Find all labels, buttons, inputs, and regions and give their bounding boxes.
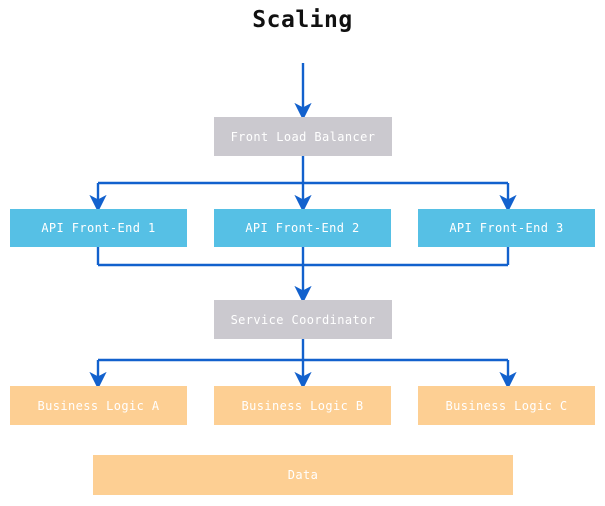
- node-api-front-end-1[interactable]: API Front-End 1: [10, 209, 187, 247]
- node-label: Front Load Balancer: [230, 129, 376, 144]
- node-label: Business Logic C: [445, 398, 568, 413]
- node-label: API Front-End 3: [449, 221, 564, 235]
- node-api-front-end-2[interactable]: API Front-End 2: [214, 209, 391, 247]
- node-label: Data: [287, 468, 319, 482]
- node-business-logic-c[interactable]: Business Logic C: [418, 386, 595, 425]
- node-business-logic-b[interactable]: Business Logic B: [214, 386, 391, 425]
- node-label: Business Logic B: [241, 398, 364, 413]
- node-label: API Front-End 2: [245, 221, 360, 235]
- node-front-load-balancer[interactable]: Front Load Balancer: [214, 117, 392, 156]
- page-title: Scaling: [252, 7, 353, 33]
- node-label: Service Coordinator: [230, 312, 376, 327]
- node-data[interactable]: Data: [93, 455, 513, 495]
- node-service-coordinator[interactable]: Service Coordinator: [214, 300, 392, 339]
- node-api-front-end-3[interactable]: API Front-End 3: [418, 209, 595, 247]
- node-label: API Front-End 1: [41, 221, 156, 235]
- node-business-logic-a[interactable]: Business Logic A: [10, 386, 187, 425]
- node-label: Business Logic A: [37, 398, 160, 413]
